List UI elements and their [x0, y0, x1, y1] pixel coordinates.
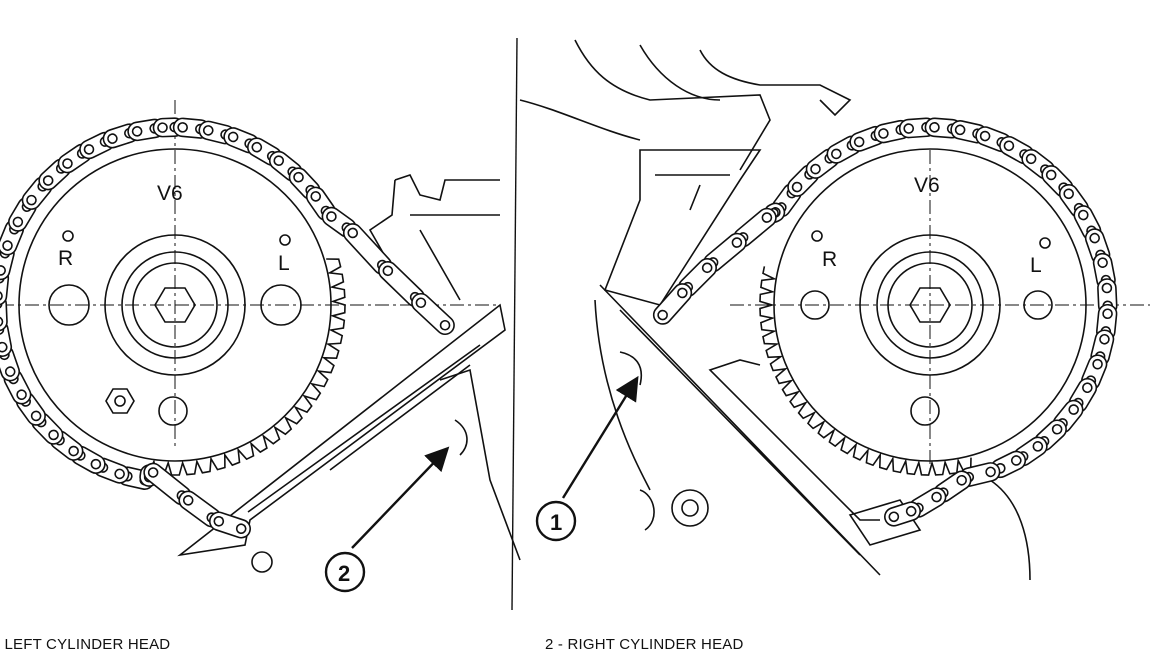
left-head-edge [329, 364, 471, 471]
left-mark-r: R [58, 247, 73, 270]
right-callout-circle [535, 500, 577, 542]
right-mark-r: R [822, 248, 837, 271]
left-timing-dot-r [62, 230, 74, 242]
left-callout-number: 2 [338, 561, 350, 586]
left-callout-arrow [351, 446, 450, 549]
right-callout-arrow [561, 375, 639, 499]
right-timing-dot-r [811, 230, 823, 242]
left-small-nut [105, 388, 135, 414]
right-panel [519, 39, 1150, 581]
sprocket-teeth-path [759, 266, 972, 476]
right-head-hole-3 [639, 489, 655, 531]
right-tensioner [848, 499, 922, 546]
chain-link [411, 292, 455, 336]
right-sprocket-label: V6 [914, 174, 940, 197]
right-head-hole-2 [681, 499, 699, 517]
chain-link [652, 283, 693, 325]
right-cylinder-head [594, 284, 881, 576]
sprocket-teeth-path [140, 258, 346, 476]
right-sprocket-teeth [759, 266, 972, 476]
right-head-detail [619, 351, 1031, 581]
right-head-hole-1 [671, 489, 709, 527]
right-sprocket-hole-bottom [910, 396, 940, 426]
right-upper-casting [519, 39, 852, 171]
right-timing-chain [652, 117, 1118, 527]
left-sprocket-label: V6 [157, 182, 183, 205]
caption-right-cylinder-head: 2 - RIGHT CYLINDER HEAD [545, 636, 744, 653]
left-cylinder-head [177, 303, 521, 561]
left-small-nut-center [114, 395, 126, 407]
left-mark-l: L [278, 252, 290, 275]
chain-link [209, 511, 251, 539]
chain-link [884, 501, 921, 527]
left-timing-dot-l [279, 234, 291, 246]
left-head-hole [251, 551, 273, 573]
left-bracket [368, 174, 500, 321]
caption-left-cylinder-head: 1 - LEFT CYLINDER HEAD [0, 636, 171, 653]
right-timing-dot-l [1039, 237, 1051, 249]
left-panel [0, 100, 521, 593]
left-sprocket-hole-bottom [158, 396, 188, 426]
left-sprocket-teeth [140, 258, 346, 476]
right-callout-number: 1 [550, 510, 562, 535]
left-timing-chain [0, 117, 455, 539]
left-callout-circle [324, 551, 366, 593]
panel-divider [511, 37, 518, 611]
right-mark-l: L [1030, 254, 1042, 277]
